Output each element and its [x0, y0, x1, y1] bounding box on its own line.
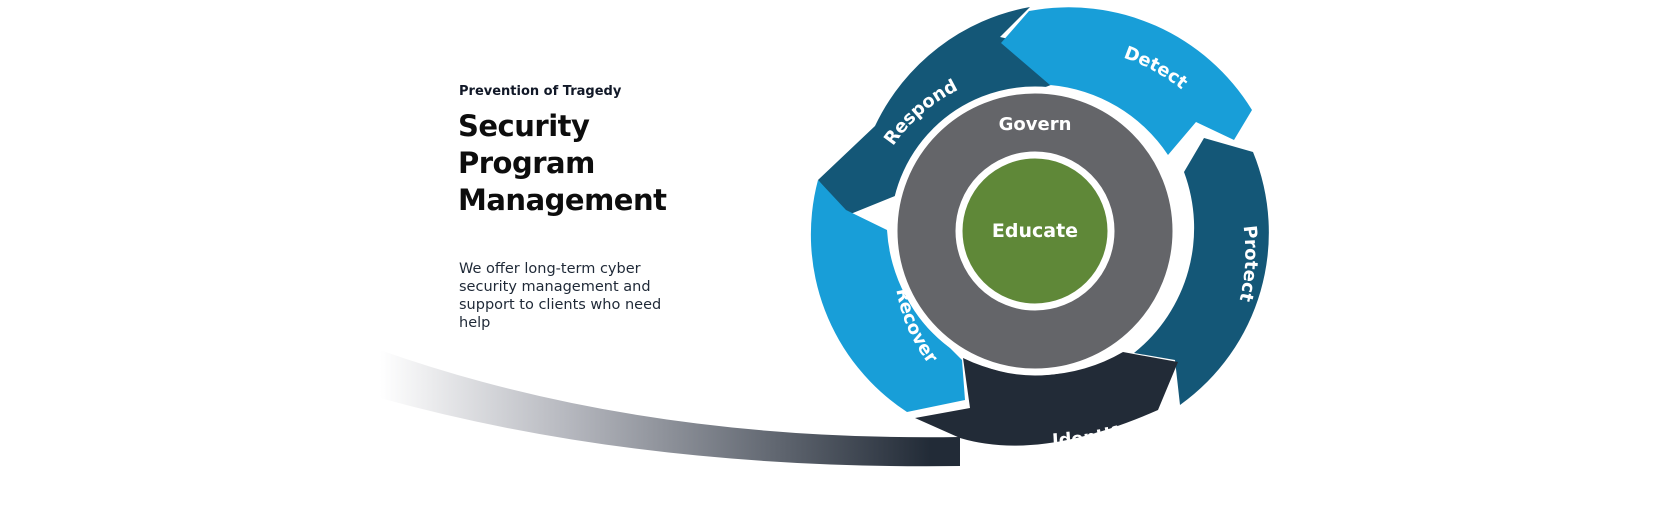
segment-protect [1134, 138, 1269, 405]
segment-identify [915, 352, 1178, 446]
swoosh-tail [380, 350, 960, 467]
page-title: Security Program Management [458, 109, 667, 217]
description-text: We offer long-term cyber security manage… [459, 261, 662, 331]
govern-label: Govern [999, 114, 1072, 135]
segment-detect [1001, 7, 1252, 156]
segment-respond [818, 7, 1082, 215]
segment-recover [810, 180, 965, 412]
educate-label: Educate [992, 220, 1078, 242]
educate-core [955, 151, 1115, 311]
eyebrow-text: Prevention of Tragedy [459, 84, 622, 99]
